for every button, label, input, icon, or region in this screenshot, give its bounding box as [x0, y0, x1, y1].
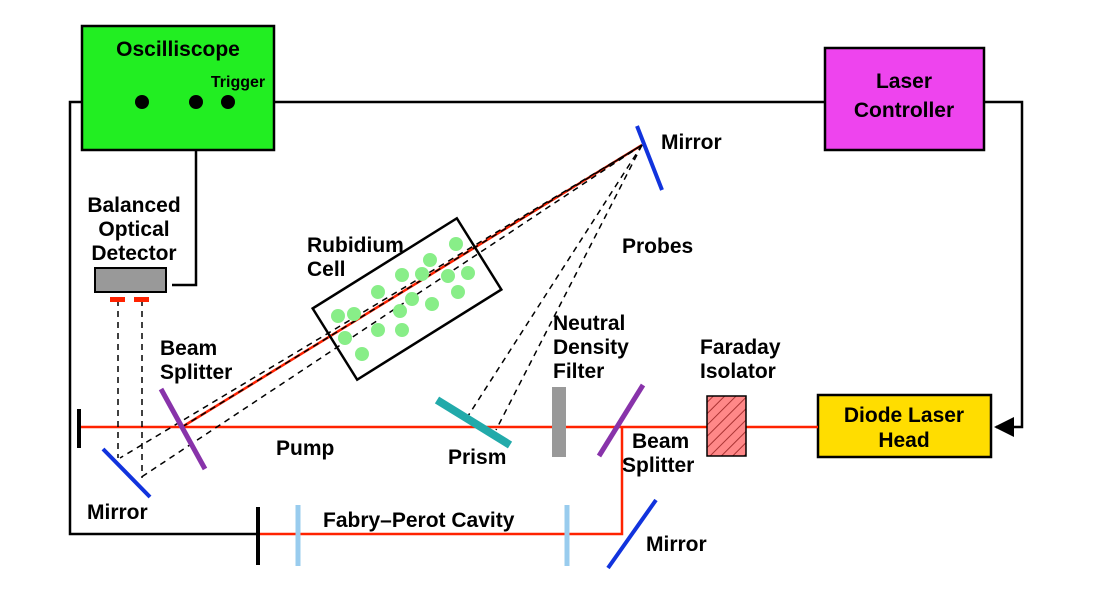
probe-beam-1	[467, 144, 643, 417]
mirror-bottom-left	[101, 447, 152, 499]
laser-controller-box	[823, 46, 986, 152]
mirror-bottom-left-label: Mirror	[87, 501, 148, 524]
pump-label: Pump	[276, 437, 334, 460]
probe-beam-2	[495, 144, 643, 431]
beam-splitter-right-label-1: Beam	[632, 430, 689, 453]
trigger-label: Trigger	[211, 74, 265, 91]
nd-filter-label-3: Filter	[553, 360, 604, 383]
mirror-bottom-right	[606, 498, 658, 570]
probe-beam-4	[139, 144, 643, 479]
detector-photodiode-2	[134, 297, 149, 302]
nd-filter-label-1: Neutral	[553, 312, 625, 335]
detector-photodiode-1	[110, 297, 125, 302]
oscilloscope-box	[80, 24, 276, 152]
detector-label-3: Detector	[91, 242, 176, 265]
detector-signal-wire	[172, 116, 206, 287]
cavity-signal-wire	[68, 92, 258, 536]
fabry-perot-label: Fabry–Perot Cavity	[323, 509, 515, 532]
scope-channel-1	[135, 95, 149, 109]
cavity-beam	[258, 427, 624, 536]
faraday-label-2: Isolator	[700, 360, 776, 383]
prism	[434, 396, 513, 449]
diode-laser-label-2: Head	[878, 429, 929, 452]
faraday-label-1: Faraday	[700, 336, 781, 359]
detector-label-2: Optical	[98, 218, 169, 241]
neutral-density-filter	[552, 387, 566, 457]
beam-splitter-right	[596, 383, 646, 458]
mirror-top	[635, 125, 664, 191]
rubidium-label-2: Cell	[307, 258, 346, 281]
beam-splitter-left	[158, 387, 208, 471]
pump-reflected-beam-dashes	[181, 144, 643, 428]
laser-controller-label-1: Laser	[876, 70, 932, 93]
prism-label: Prism	[448, 446, 506, 469]
rubidium-cell-outline	[310, 216, 504, 382]
rubidium-cell	[310, 216, 504, 382]
mirror-top-label: Mirror	[661, 131, 722, 154]
probe-beam-3	[119, 144, 643, 459]
diode-control-wire	[984, 100, 1024, 437]
mirror-bottom-right-label: Mirror	[646, 533, 707, 556]
probes-label: Probes	[622, 235, 693, 258]
beam-splitter-left-label-1: Beam	[160, 337, 217, 360]
nd-filter-label-2: Density	[553, 336, 629, 359]
beam-splitter-right-label-2: Splitter	[622, 454, 694, 477]
scope-trigger-input	[221, 95, 235, 109]
faraday-isolator	[706, 395, 747, 457]
diode-laser-label-1: Diode Laser	[844, 404, 964, 427]
rubidium-atoms	[331, 237, 475, 361]
scope-channel-2	[189, 95, 203, 109]
oscilloscope-label: Oscilliscope	[116, 38, 240, 61]
laser-controller-label-2: Controller	[854, 99, 954, 122]
balanced-detector	[94, 267, 167, 293]
beam-splitter-left-label-2: Splitter	[160, 361, 232, 384]
rubidium-label-1: Rubidium	[307, 234, 404, 257]
detector-label-1: Balanced	[87, 194, 180, 217]
